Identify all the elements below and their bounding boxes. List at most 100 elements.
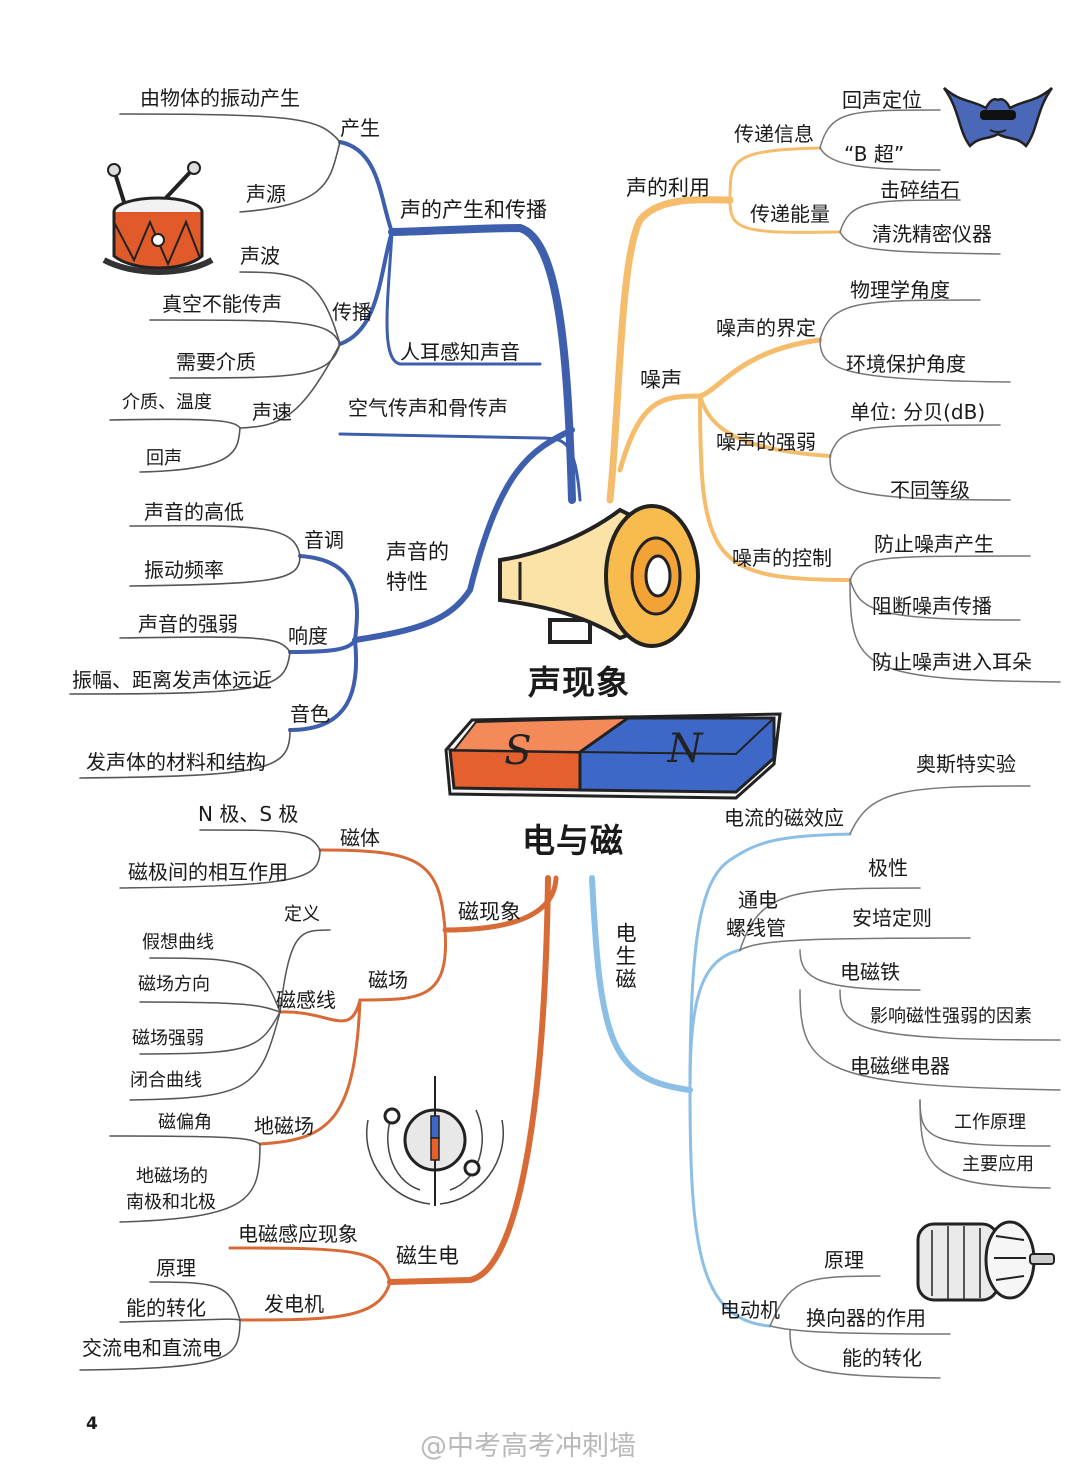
branch-sound-usage-thin — [819, 109, 1061, 683]
leaf-definition: 定义 — [284, 904, 320, 925]
leaf-decibel: 单位: 分贝(dB) — [850, 400, 986, 424]
title-electromagnetism: 电与磁 — [522, 821, 624, 860]
node-transmit-energy: 传递能量 — [750, 202, 830, 226]
branch-electro-thin — [739, 785, 1061, 1379]
leaf-magnetism-factors: 影响磁性强弱的因素 — [870, 1006, 1032, 1027]
leaf-ampere-rule: 安培定则 — [852, 906, 932, 930]
leaf-sound-wave: 声波 — [240, 244, 280, 268]
leaf-environment: 环境保护角度 — [846, 352, 966, 376]
node-chansheng: 产生 — [340, 116, 380, 140]
node-generator: 发电机 — [264, 1292, 324, 1316]
leaf-polarity: 极性 — [868, 856, 908, 880]
leaf-oersted: 奥斯特实验 — [916, 752, 1016, 776]
branch-magnetism-thin — [79, 829, 331, 1371]
drum-icon — [102, 161, 214, 275]
node-loudness: 响度 — [288, 624, 328, 648]
branch-sound-production-thin — [109, 113, 341, 473]
node-shengsu: 声速 — [252, 400, 292, 424]
bar-magnet-icon: S N — [444, 712, 782, 800]
leaf-poles: N 极、S 极 — [198, 802, 299, 826]
branch-sound-characteristics — [288, 554, 359, 732]
leaf-amplitude: 振幅、距离发声体远近 — [72, 668, 272, 692]
leaf-declination: 磁偏角 — [158, 1112, 212, 1133]
node-electromagnet: 电磁铁 — [840, 960, 900, 984]
branch-sound-characteristics-thin — [69, 524, 301, 779]
branch-magnetism — [228, 848, 559, 1322]
leaf-sound-source: 声源 — [246, 182, 286, 206]
branch-sound-usage — [606, 146, 852, 582]
leaf-echo: 回声 — [146, 448, 182, 469]
node-pitch: 音调 — [304, 528, 344, 552]
leaf-generator-energy: 能的转化 — [126, 1296, 206, 1320]
megaphone-icon — [498, 504, 700, 648]
leaf-block-path: 阻断噪声传播 — [872, 594, 992, 618]
leaf-vibration: 由物体的振动产生 — [140, 86, 300, 110]
node-current-effect: 电流的磁效应 — [724, 806, 844, 830]
node-noise-definition: 噪声的界定 — [716, 316, 816, 340]
node-sound-production: 声的产生和传播 — [400, 198, 547, 222]
leaf-geo-poles-line1: 地磁场的 — [136, 1166, 208, 1187]
title-sound: 声现象 — [528, 663, 630, 702]
node-solenoid-line1: 通电 — [738, 888, 778, 912]
leaf-frequency: 振动频率 — [144, 558, 224, 582]
leaf-field-direction: 磁场方向 — [138, 974, 210, 995]
branch-electro — [589, 832, 852, 1328]
node-noise-control: 噪声的控制 — [732, 546, 832, 570]
bat-icon — [942, 87, 1054, 148]
leaf-medium-temperature: 介质、温度 — [122, 392, 212, 413]
motor-icon — [916, 1220, 1055, 1302]
node-timbre: 音色 — [290, 702, 330, 726]
leaf-vacuum: 真空不能传声 — [162, 292, 282, 316]
leaf-pole-interaction: 磁极间的相互作用 — [128, 860, 288, 884]
node-chuanbo: 传播 — [332, 300, 372, 324]
leaf-prevent-source: 防止噪声产生 — [874, 532, 994, 556]
node-electro: 电生磁 — [613, 922, 637, 991]
leaf-generator-principle: 原理 — [156, 1256, 196, 1280]
magnet-south-label: S — [504, 728, 531, 774]
leaf-medium: 需要介质 — [176, 350, 256, 374]
node-air-bone: 空气传声和骨传声 — [348, 396, 508, 420]
page-number: 4 — [86, 1414, 98, 1434]
node-characteristics-line1: 声音的 — [386, 540, 449, 564]
leaf-ac-dc: 交流电和直流电 — [82, 1336, 222, 1360]
leaf-motor-energy: 能的转化 — [842, 1346, 922, 1370]
leaf-stones: 击碎结石 — [880, 178, 960, 202]
node-field-lines: 磁感线 — [276, 988, 336, 1012]
leaf-geo-poles-line2: 南极和北极 — [126, 1192, 216, 1213]
node-motor: 电动机 — [720, 1298, 780, 1322]
node-sound-usage: 声的利用 — [626, 176, 710, 200]
leaf-main-application: 主要应用 — [962, 1154, 1034, 1175]
leaf-physics: 物理学角度 — [850, 278, 950, 302]
compass-needle-icon — [366, 1076, 504, 1206]
leaf-working-principle: 工作原理 — [954, 1112, 1026, 1133]
leaf-cleaning: 清洗精密仪器 — [872, 222, 992, 246]
leaf-closed-curve: 闭合曲线 — [130, 1070, 202, 1091]
node-noise-strength: 噪声的强弱 — [716, 430, 816, 454]
leaf-echolocation: 回声定位 — [842, 88, 922, 112]
leaf-b-ultrasound: “B 超” — [844, 142, 905, 166]
node-ear-perception: 人耳感知声音 — [400, 340, 520, 364]
node-magnetic-phenomenon: 磁现象 — [458, 900, 521, 924]
leaf-material: 发声体的材料和结构 — [86, 750, 266, 774]
node-noise: 噪声 — [640, 368, 682, 392]
leaf-induction-phenomenon: 电磁感应现象 — [238, 1222, 358, 1246]
leaf-motor-principle: 原理 — [824, 1248, 864, 1272]
magnet-north-label: N — [667, 726, 705, 772]
node-magnetic-field: 磁场 — [368, 968, 408, 992]
branch-sound-production — [338, 140, 582, 643]
leaf-strength: 声音的强弱 — [138, 612, 238, 636]
leaf-protect-ear: 防止噪声进入耳朵 — [872, 650, 1032, 674]
node-solenoid-line2: 螺线管 — [726, 916, 786, 940]
leaf-field-strength: 磁场强弱 — [132, 1028, 204, 1049]
node-magnet: 磁体 — [340, 826, 380, 850]
node-induction: 磁生电 — [396, 1244, 459, 1268]
leaf-levels: 不同等级 — [890, 478, 970, 502]
node-earth-field: 地磁场 — [254, 1114, 314, 1138]
leaf-commutator: 换向器的作用 — [806, 1306, 926, 1330]
leaf-imaginary-curve: 假想曲线 — [142, 932, 214, 953]
node-relay: 电磁继电器 — [850, 1054, 950, 1078]
node-characteristics-line2: 特性 — [386, 570, 428, 594]
node-transmit-info: 传递信息 — [734, 122, 814, 146]
watermark: @中考高考冲刺墙 — [420, 1431, 636, 1462]
